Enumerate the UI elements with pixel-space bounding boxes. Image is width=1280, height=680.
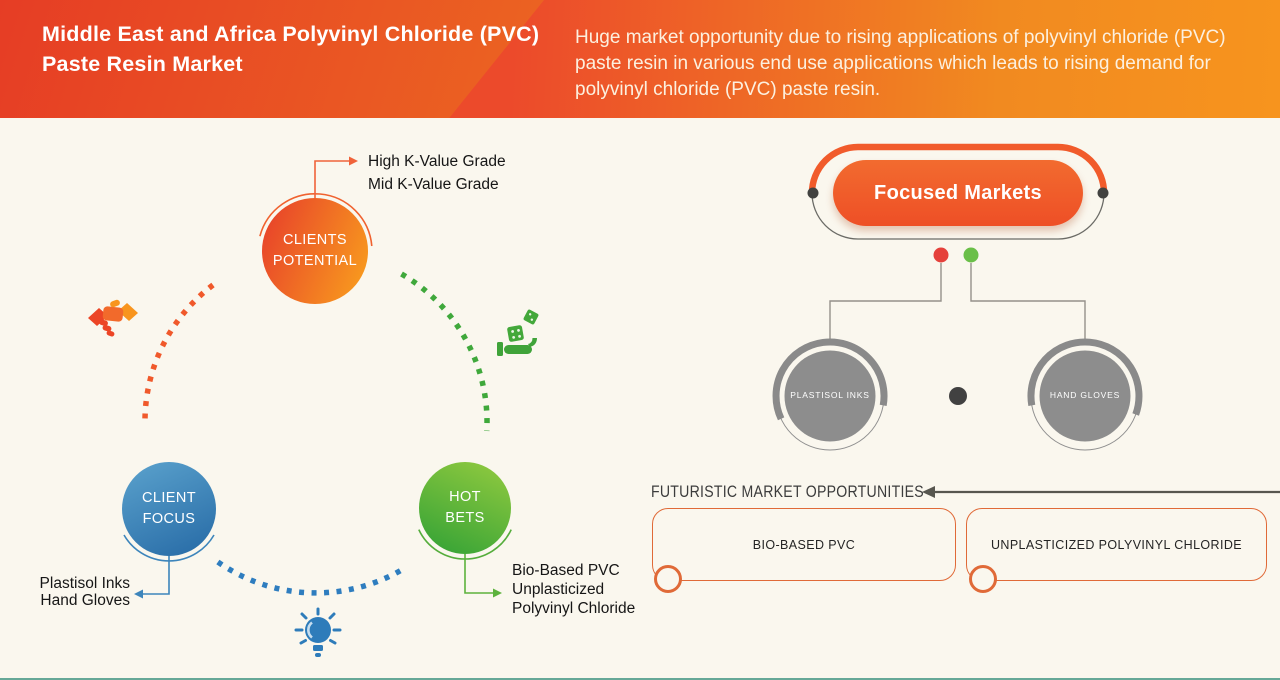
arrow-left-icon	[922, 486, 935, 498]
clients-potential-connector	[314, 156, 358, 198]
opportunity-box-bio-based-pvc: BIO-BASED PVC	[652, 508, 956, 581]
hot-bets-label-line1: HOT	[449, 489, 481, 505]
hot-bets-callout: Bio-Based PVC Unplasticized Polyvinyl Ch…	[512, 561, 635, 618]
callout-line: Mid K-Value Grade	[368, 176, 499, 193]
ring-marker-icon	[654, 565, 682, 593]
opportunity-box-label: UNPLASTICIZED POLYVINYL CHLORIDE	[990, 537, 1243, 552]
hot-bets-label-line2: BETS	[445, 510, 485, 526]
hot-bets-connector	[464, 554, 502, 598]
clients-potential-label-line1: CLIENTS	[282, 232, 348, 248]
bottom-accent-line	[0, 678, 1280, 680]
hand-gloves-node	[1027, 338, 1143, 451]
callout-line: Plastisol Inks	[39, 575, 130, 592]
opportunity-box-unplasticized-pvc: UNPLASTICIZED POLYVINYL CHLORIDE	[966, 508, 1267, 581]
plastisol-inks-node-label: PLASTISOL INKS	[790, 390, 870, 400]
clients-potential-arc	[259, 193, 373, 247]
ring-marker-icon	[969, 565, 997, 593]
opportunity-box-label: BIO-BASED PVC	[752, 537, 856, 552]
client-focus-callout: Plastisol Inks Hand Gloves	[18, 575, 130, 609]
focused-markets-tree	[829, 247, 1086, 342]
green-dotted-arc	[400, 271, 490, 432]
header-banner: Middle East and Africa Polyvinyl Chlorid…	[0, 0, 1280, 118]
stadium-right-dot	[1097, 187, 1109, 199]
blue-dotted-arc	[216, 559, 403, 596]
arrow-left-icon	[134, 589, 143, 599]
hand-gloves-node-label: HAND GLOVES	[1049, 390, 1121, 400]
arrow-right-icon	[493, 588, 502, 598]
stadium-left-dot	[807, 187, 819, 199]
callout-line: High K-Value Grade	[368, 153, 506, 170]
plastisol-inks-node	[772, 338, 888, 451]
green-dot	[963, 247, 979, 263]
orange-dotted-arc	[142, 282, 215, 420]
hot-bets-circle: HOT BETS	[419, 462, 511, 554]
callout-line: Hand Gloves	[40, 592, 130, 609]
clients-potential-label-line2: POTENTIAL	[272, 253, 358, 269]
arrow-right-icon	[349, 156, 358, 166]
handshake-icon	[88, 299, 138, 337]
opportunities-heading: FUTURISTIC MARKET OPPORTUNITIES	[651, 482, 924, 501]
opportunities-arrow	[922, 486, 1280, 498]
clients-potential-circle: CLIENTS POTENTIAL	[262, 198, 368, 304]
client-focus-label-line1: CLIENT	[142, 490, 196, 506]
focused-markets-stadium	[807, 143, 1109, 240]
clients-potential-callout: High K-Value Grade Mid K-Value Grade	[368, 150, 506, 196]
callout-line: Bio-Based PVC	[512, 562, 620, 579]
hand-with-dice-icon	[497, 309, 539, 356]
client-focus-circle: CLIENT FOCUS	[122, 462, 216, 556]
banner-description: Huge market opportunity due to rising ap…	[575, 27, 1226, 100]
callout-line: Unplasticized	[512, 581, 605, 598]
red-dot	[933, 247, 949, 263]
center-dark-dot	[949, 387, 967, 405]
client-focus-connector	[134, 556, 170, 599]
callout-line: Polyvinyl Chloride	[512, 600, 636, 617]
lightbulb-icon	[294, 607, 342, 657]
page-title: Middle East and Africa Polyvinyl Chlorid…	[42, 22, 540, 76]
focused-markets-title: Focused Markets	[874, 181, 1042, 204]
client-focus-label-line2: FOCUS	[142, 511, 196, 527]
focused-markets-pill: Focused Markets	[833, 160, 1083, 226]
